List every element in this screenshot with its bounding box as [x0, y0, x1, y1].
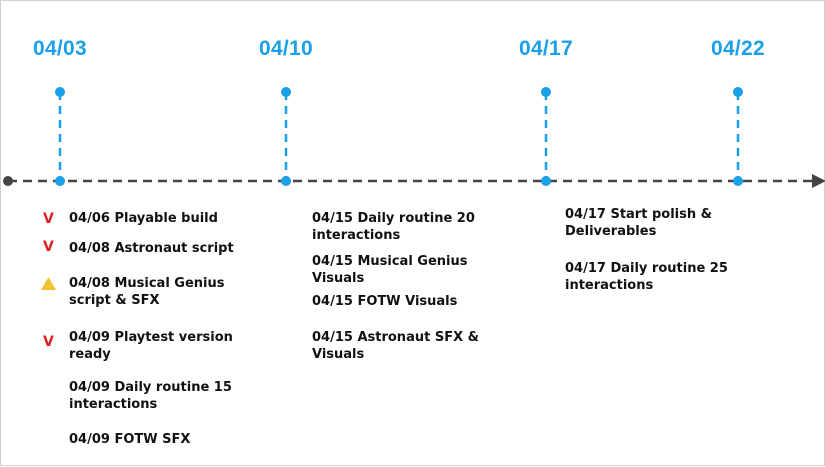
- task-item: 04/08 Astronaut script: [69, 241, 234, 256]
- task-item: 04/08 Musical Genius script & SFX: [69, 276, 225, 308]
- milestone-top-dot-4: [733, 87, 743, 97]
- done-check-mark: V: [43, 334, 54, 350]
- task-item: 04/06 Playable build: [69, 211, 218, 226]
- task-item: 04/17 Start polish & Deliverables: [565, 207, 712, 239]
- milestone-axis-dot-3: [541, 176, 551, 186]
- milestone-top-dot-1: [55, 87, 65, 97]
- task-item: 04/15 Daily routine 20 interactions: [312, 211, 475, 243]
- task-item: 04/09 Playtest version ready: [69, 330, 233, 362]
- task-item: 04/17 Daily routine 25 interactions: [565, 261, 728, 293]
- task-item: 04/15 Musical Genius Visuals: [312, 254, 468, 286]
- milestone-date-4: 04/22: [710, 37, 766, 60]
- milestone-axis-dot-4: [733, 176, 743, 186]
- milestone-top-dot-3: [541, 87, 551, 97]
- timeline-arrow-head: [812, 174, 825, 188]
- milestone-date-2: 04/10: [258, 37, 314, 60]
- milestone-axis-dot-1: [55, 176, 65, 186]
- milestone-date-3: 04/17: [518, 37, 574, 60]
- task-item: 04/15 FOTW Visuals: [312, 294, 458, 309]
- warning-triangle-icon: [41, 277, 56, 290]
- milestone-date-1: 04/03: [32, 37, 88, 60]
- milestone-top-dot-2: [281, 87, 291, 97]
- done-check-mark: V: [43, 239, 54, 255]
- timeline-start-dot: [3, 176, 13, 186]
- done-check-mark: V: [43, 211, 54, 227]
- task-item: 04/09 Daily routine 15 interactions: [69, 380, 232, 412]
- task-item: 04/09 FOTW SFX: [69, 432, 191, 447]
- task-item: 04/15 Astronaut SFX & Visuals: [312, 330, 479, 362]
- milestone-axis-dot-2: [281, 176, 291, 186]
